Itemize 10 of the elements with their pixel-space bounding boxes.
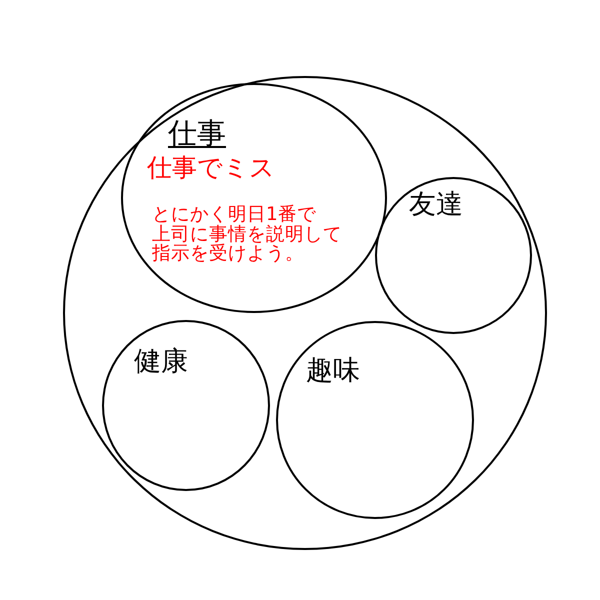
note-text: とにかく明日1番で上司に事情を説明して指示を受けよう。: [152, 205, 342, 264]
enclosing-circle: [63, 76, 547, 550]
subheading-text: 仕事でミス: [147, 155, 275, 180]
topic-circle: [375, 177, 532, 334]
topic-circle: [276, 321, 474, 519]
topic-circle: [102, 320, 270, 491]
heading-text: 仕事: [168, 119, 226, 148]
topic-label: 健康: [134, 348, 188, 375]
topic-label: 趣味: [306, 357, 360, 384]
topic-label: 友達: [409, 191, 463, 218]
